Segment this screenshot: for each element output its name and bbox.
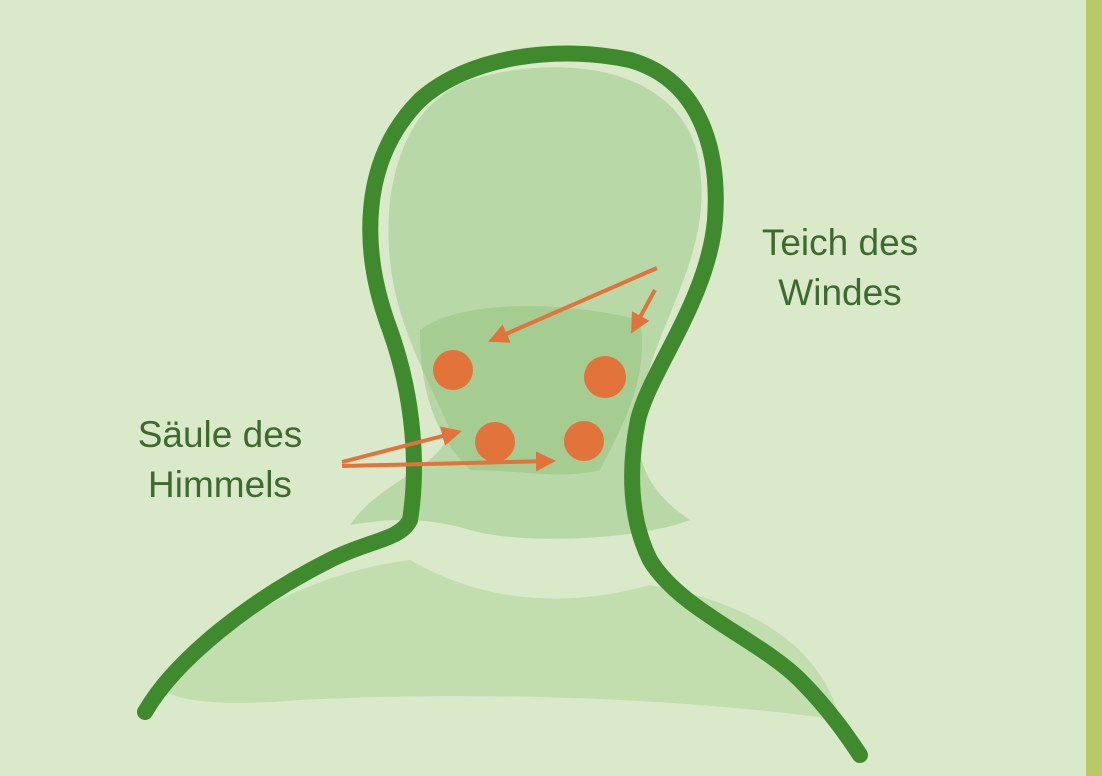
label-teich-des-windes: Teich des Windes	[730, 218, 950, 318]
label-teich-line1: Teich des	[730, 218, 950, 268]
label-saeule-des-himmels: Säule des Himmels	[110, 410, 330, 510]
heaven-pillar-left-point	[475, 422, 515, 462]
label-saeule-line1: Säule des	[110, 410, 330, 460]
label-teich-line2: Windes	[730, 268, 950, 318]
wind-pond-right-point	[584, 356, 626, 398]
heaven-pillar-right-point	[564, 421, 604, 461]
wind-pond-left-point	[433, 350, 473, 390]
label-saeule-line2: Himmels	[110, 460, 330, 510]
